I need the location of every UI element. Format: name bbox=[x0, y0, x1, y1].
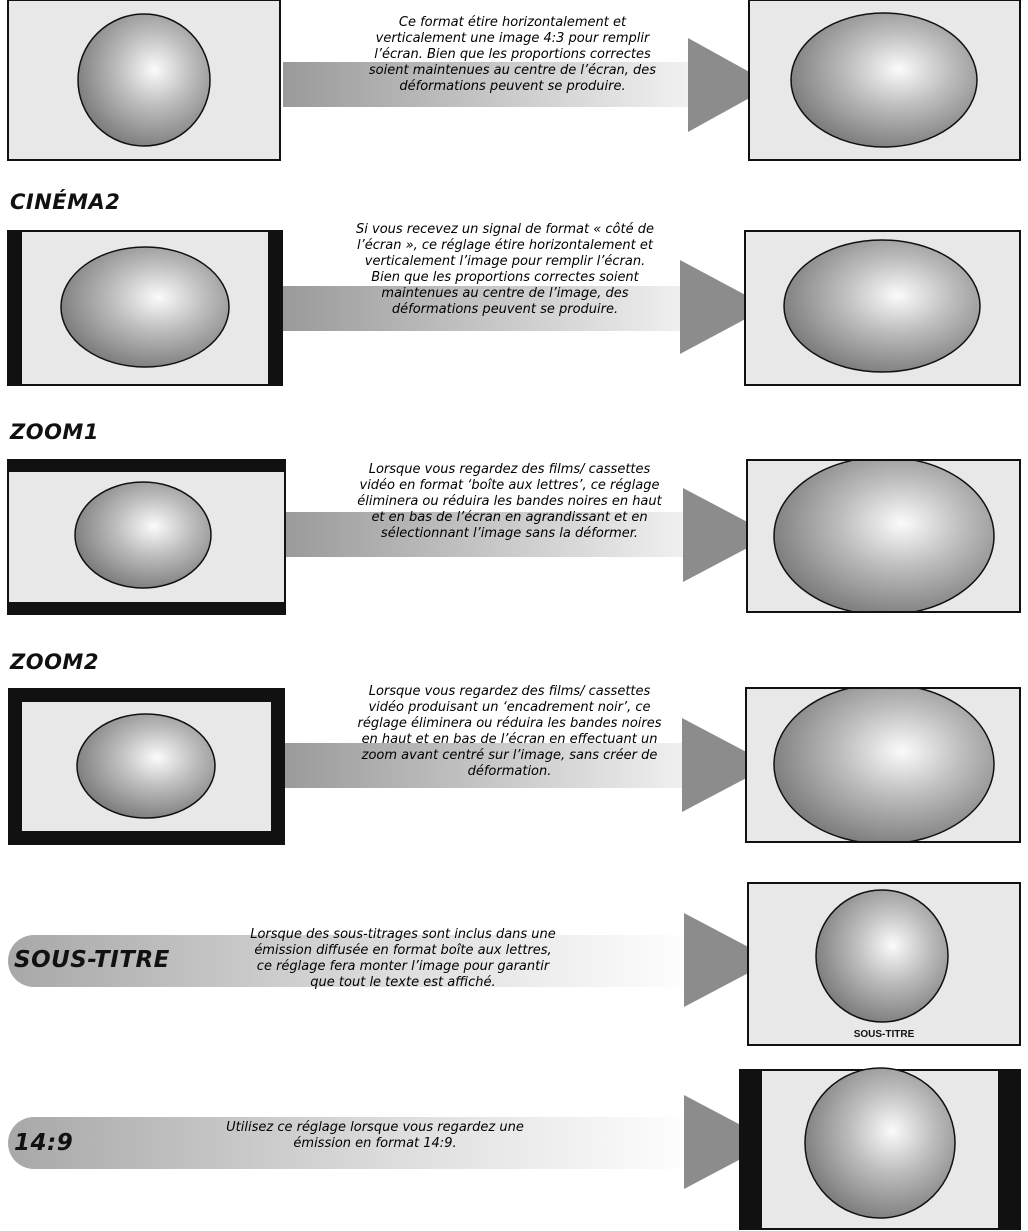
right-black-bar bbox=[998, 1070, 1020, 1229]
section-1-illustration bbox=[7, 0, 1021, 161]
section-2-heading: CINÉMA2 bbox=[10, 190, 121, 214]
section-5-illustration bbox=[8, 882, 1021, 1046]
arrow-head bbox=[683, 488, 772, 582]
arrow-head bbox=[684, 913, 773, 1007]
heading-pill bbox=[8, 935, 698, 987]
section-6-heading: 14:9 bbox=[14, 1130, 74, 1156]
top-black-bar bbox=[8, 460, 285, 472]
transition-bar bbox=[283, 512, 703, 557]
section-5-description: Lorsque des sous-titrages sont inclus da… bbox=[250, 927, 556, 990]
bottom-black-bar bbox=[8, 602, 285, 614]
arrow-head bbox=[680, 260, 768, 354]
result-picture-circle bbox=[815, 889, 949, 1023]
transition-bar bbox=[283, 743, 703, 788]
right-black-bar bbox=[268, 231, 282, 385]
section-4-heading: ZOOM2 bbox=[10, 650, 99, 674]
section-6-illustration bbox=[8, 1067, 1021, 1230]
result-picture-ellipse bbox=[773, 456, 995, 616]
transition-bar bbox=[283, 62, 703, 107]
source-picture-ellipse bbox=[74, 481, 212, 589]
section-3-illustration bbox=[7, 448, 1021, 624]
result-picture-ellipse bbox=[790, 12, 978, 148]
result-picture-ellipse bbox=[783, 239, 981, 373]
left-black-bar bbox=[8, 231, 22, 385]
section-5-heading: SOUS-TITRE bbox=[14, 947, 170, 973]
section-2-illustration bbox=[7, 230, 1021, 386]
section-1-description: Ce format étire horizontalement et verti… bbox=[368, 15, 657, 94]
source-picture-ellipse bbox=[60, 246, 230, 368]
transition-bar bbox=[283, 286, 703, 331]
result-picture-ellipse bbox=[773, 683, 995, 845]
source-picture-circle bbox=[77, 13, 211, 147]
section-4-illustration bbox=[8, 676, 1021, 854]
arrow-head bbox=[684, 1095, 773, 1189]
left-black-bar bbox=[740, 1070, 762, 1229]
arrow-head bbox=[688, 38, 773, 132]
heading-pill bbox=[8, 1117, 698, 1169]
section-3-description: Lorsque vous regardez des films/ cassett… bbox=[357, 462, 662, 541]
section-4-description: Lorsque vous regardez des films/ cassett… bbox=[357, 684, 662, 779]
section-3-heading: ZOOM1 bbox=[10, 420, 99, 444]
result-picture-circle bbox=[804, 1067, 956, 1219]
source-picture-ellipse bbox=[76, 713, 216, 819]
arrow-head bbox=[682, 718, 771, 812]
subtitle-screen-caption: SOUS-TITRE bbox=[853, 1029, 915, 1040]
section-2-description: Si vous recevez un signal de format « cô… bbox=[356, 222, 654, 317]
section-6-description: Utilisez ce réglage lorsque vous regarde… bbox=[226, 1120, 524, 1151]
